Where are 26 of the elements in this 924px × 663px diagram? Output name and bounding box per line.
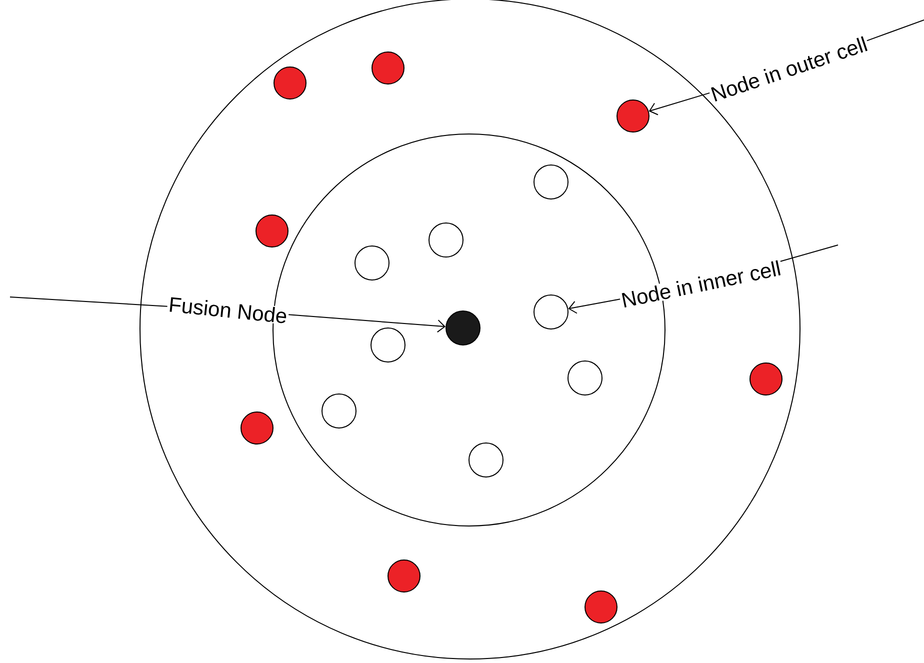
node-dot [240, 411, 274, 444]
node-dot [584, 590, 618, 624]
node-dot [534, 294, 568, 330]
node-dot [428, 222, 464, 258]
node-dot [322, 394, 356, 428]
node-dot [468, 442, 504, 478]
leader-label: Fusion Node [166, 295, 290, 325]
leader-line [780, 244, 838, 262]
arrow [568, 298, 621, 314]
node-dot [370, 327, 406, 362]
node-dot [256, 214, 288, 248]
fusion-node-dot [446, 310, 480, 346]
node-dot [388, 559, 420, 592]
arrow [648, 92, 710, 116]
node-dot [534, 164, 568, 200]
leader-label: Node in outer cell [708, 34, 870, 104]
node-dot [354, 246, 390, 280]
arrow [288, 314, 446, 333]
leader-label: Node in inner cell [618, 258, 784, 310]
node-dot [568, 360, 602, 396]
leader-line [866, 20, 924, 42]
node-dot [616, 100, 650, 132]
node-dot [750, 362, 782, 396]
node-dot [274, 66, 306, 100]
node-dot [372, 51, 404, 84]
leader-line [10, 296, 168, 307]
